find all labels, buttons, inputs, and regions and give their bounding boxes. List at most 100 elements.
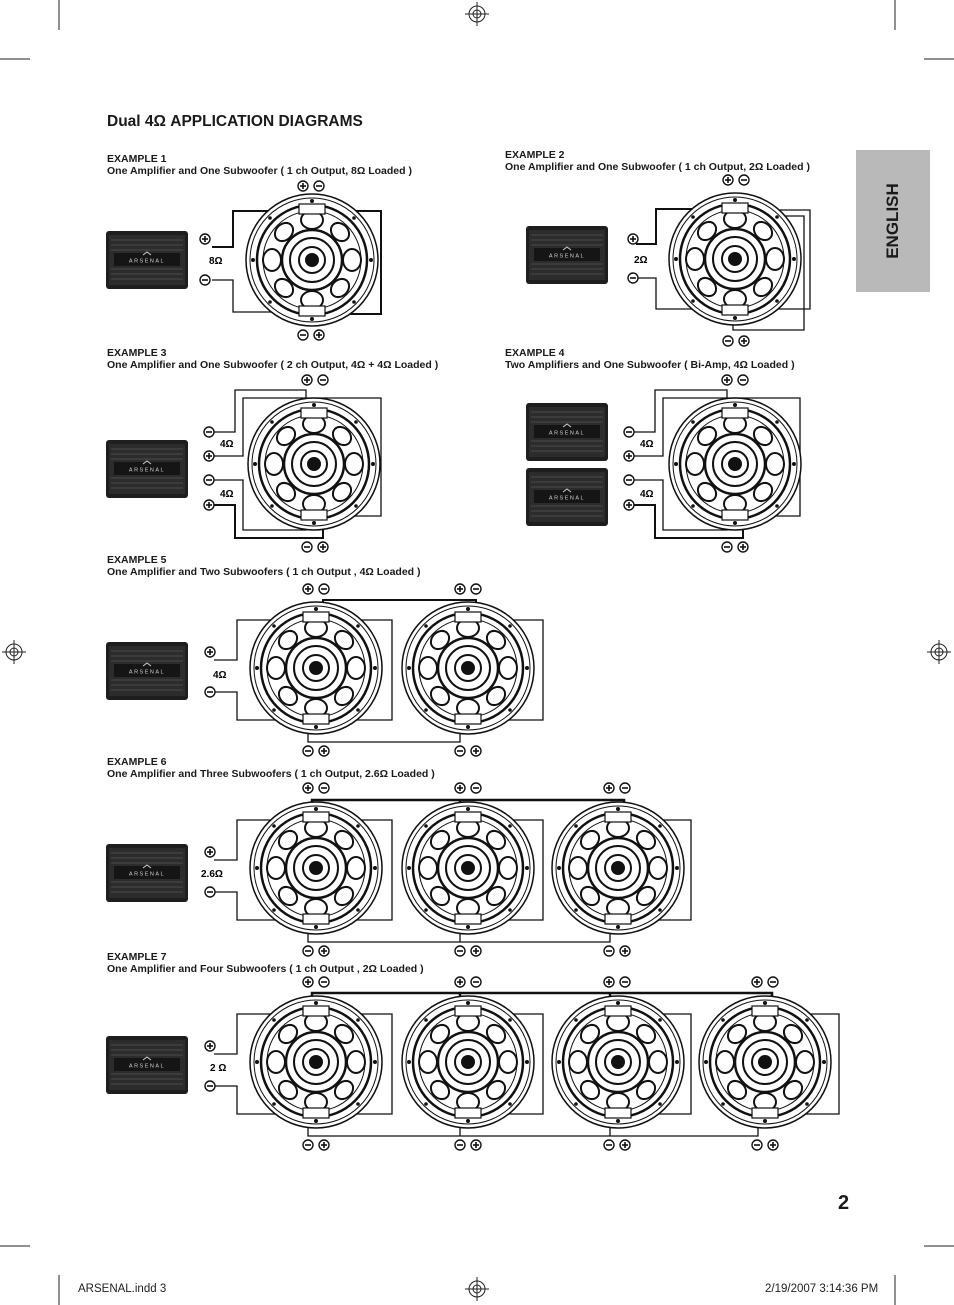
positive-terminal-icon xyxy=(619,1139,631,1151)
positive-terminal-icon xyxy=(204,646,216,658)
positive-terminal-icon xyxy=(199,233,211,245)
negative-terminal-icon xyxy=(454,745,466,757)
positive-terminal-icon xyxy=(623,499,635,511)
load-label: 2.6Ω xyxy=(201,869,223,880)
negative-terminal-icon xyxy=(623,426,635,438)
positive-terminal-icon xyxy=(721,374,733,386)
example-description: Two Amplifiers and One Subwoofer ( Bi-Am… xyxy=(505,359,795,371)
negative-terminal-icon xyxy=(203,474,215,486)
registration-mark-bottom xyxy=(465,1277,489,1301)
example-description: One Amplifier and Three Subwoofers ( 1 c… xyxy=(107,768,435,780)
amplifier xyxy=(525,225,609,285)
example-label: EXAMPLE 4 xyxy=(505,347,565,359)
negative-terminal-icon xyxy=(317,374,329,386)
amplifier xyxy=(525,467,609,527)
subwoofer xyxy=(667,396,803,532)
amplifier xyxy=(105,439,189,499)
registration-mark-top xyxy=(465,2,489,26)
example-7-heading: EXAMPLE 7 One Amplifier and Four Subwoof… xyxy=(107,951,424,975)
positive-terminal-icon xyxy=(203,499,215,511)
footer-file: ARSENAL.indd 3 xyxy=(78,1283,167,1295)
amplifier xyxy=(105,230,189,290)
positive-terminal-icon xyxy=(317,541,329,553)
negative-terminal-icon xyxy=(738,174,750,186)
negative-terminal-icon xyxy=(318,976,330,988)
load-label: 4Ω xyxy=(213,670,227,681)
example-label: EXAMPLE 7 xyxy=(107,951,167,963)
positive-terminal-icon xyxy=(738,335,750,347)
positive-terminal-icon xyxy=(454,976,466,988)
example-3-diagram: 4Ω 4Ω xyxy=(105,374,382,553)
load-label: 4Ω xyxy=(220,439,234,450)
positive-terminal-icon xyxy=(204,846,216,858)
example-description: One Amplifier and One Subwoofer ( 1 ch O… xyxy=(107,165,412,177)
example-description: One Amplifier and Two Subwoofers ( 1 ch … xyxy=(107,566,421,578)
example-4-diagram: 4Ω 4Ω xyxy=(525,374,803,553)
positive-terminal-icon xyxy=(302,583,314,595)
negative-terminal-icon xyxy=(204,886,216,898)
negative-terminal-icon xyxy=(203,426,215,438)
positive-terminal-icon xyxy=(302,976,314,988)
example-label: EXAMPLE 3 xyxy=(107,347,167,359)
negative-terminal-icon xyxy=(199,274,211,286)
negative-terminal-icon xyxy=(767,976,779,988)
positive-terminal-icon xyxy=(318,945,330,957)
example-3-heading: EXAMPLE 3 One Amplifier and One Subwoofe… xyxy=(107,347,438,371)
example-6-diagram: 2.6Ω xyxy=(105,782,692,957)
positive-terminal-icon xyxy=(470,945,482,957)
negative-terminal-icon xyxy=(318,583,330,595)
example-5-diagram: 4Ω xyxy=(105,583,544,757)
subwoofer xyxy=(667,191,803,327)
subwoofer xyxy=(697,994,833,1130)
negative-terminal-icon xyxy=(302,945,314,957)
negative-terminal-icon xyxy=(619,782,631,794)
example-1-heading: EXAMPLE 1 One Amplifier and One Subwoofe… xyxy=(107,153,412,177)
registration-mark-left xyxy=(2,640,26,664)
load-label: 2 Ω xyxy=(210,1063,226,1074)
positive-terminal-icon xyxy=(737,541,749,553)
subwoofer xyxy=(244,192,380,328)
negative-terminal-icon xyxy=(619,976,631,988)
positive-terminal-icon xyxy=(751,976,763,988)
negative-terminal-icon xyxy=(297,329,309,341)
example-2-diagram: 2Ω xyxy=(525,174,811,347)
negative-terminal-icon xyxy=(722,335,734,347)
positive-terminal-icon xyxy=(627,233,639,245)
negative-terminal-icon xyxy=(454,1139,466,1151)
load-label: 4Ω xyxy=(640,489,654,500)
footer-datetime: 2/19/2007 3:14:36 PM xyxy=(765,1283,879,1295)
negative-terminal-icon xyxy=(721,541,733,553)
negative-terminal-icon xyxy=(623,474,635,486)
positive-terminal-icon xyxy=(203,450,215,462)
positive-terminal-icon xyxy=(454,782,466,794)
subwoofer xyxy=(400,600,536,736)
negative-terminal-icon xyxy=(751,1139,763,1151)
positive-terminal-icon xyxy=(204,1040,216,1052)
example-description: One Amplifier and One Subwoofer ( 1 ch O… xyxy=(505,161,810,173)
subwoofer xyxy=(246,396,382,532)
positive-terminal-icon xyxy=(313,329,325,341)
subwoofer xyxy=(248,800,384,936)
positive-terminal-icon xyxy=(318,745,330,757)
subwoofer xyxy=(248,994,384,1130)
example-description: One Amplifier and One Subwoofer ( 2 ch O… xyxy=(107,359,439,371)
example-6-heading: EXAMPLE 6 One Amplifier and Three Subwoo… xyxy=(107,756,435,780)
negative-terminal-icon xyxy=(313,180,325,192)
amplifier xyxy=(105,641,189,701)
negative-terminal-icon xyxy=(627,272,639,284)
page-title: Dual 4Ω APPLICATION DIAGRAMS xyxy=(107,113,363,130)
negative-terminal-icon xyxy=(302,745,314,757)
positive-terminal-icon xyxy=(603,976,615,988)
example-description: One Amplifier and Four Subwoofers ( 1 ch… xyxy=(107,963,424,975)
subwoofer xyxy=(400,800,536,936)
positive-terminal-icon xyxy=(318,1139,330,1151)
example-1-diagram: 8Ω xyxy=(105,180,382,341)
example-2-heading: EXAMPLE 2 One Amplifier and One Subwoofe… xyxy=(505,149,810,173)
load-label: 8Ω xyxy=(209,256,223,267)
load-label: 2Ω xyxy=(634,255,648,266)
load-label: 4Ω xyxy=(220,489,234,500)
positive-terminal-icon xyxy=(302,782,314,794)
subwoofer xyxy=(400,994,536,1130)
